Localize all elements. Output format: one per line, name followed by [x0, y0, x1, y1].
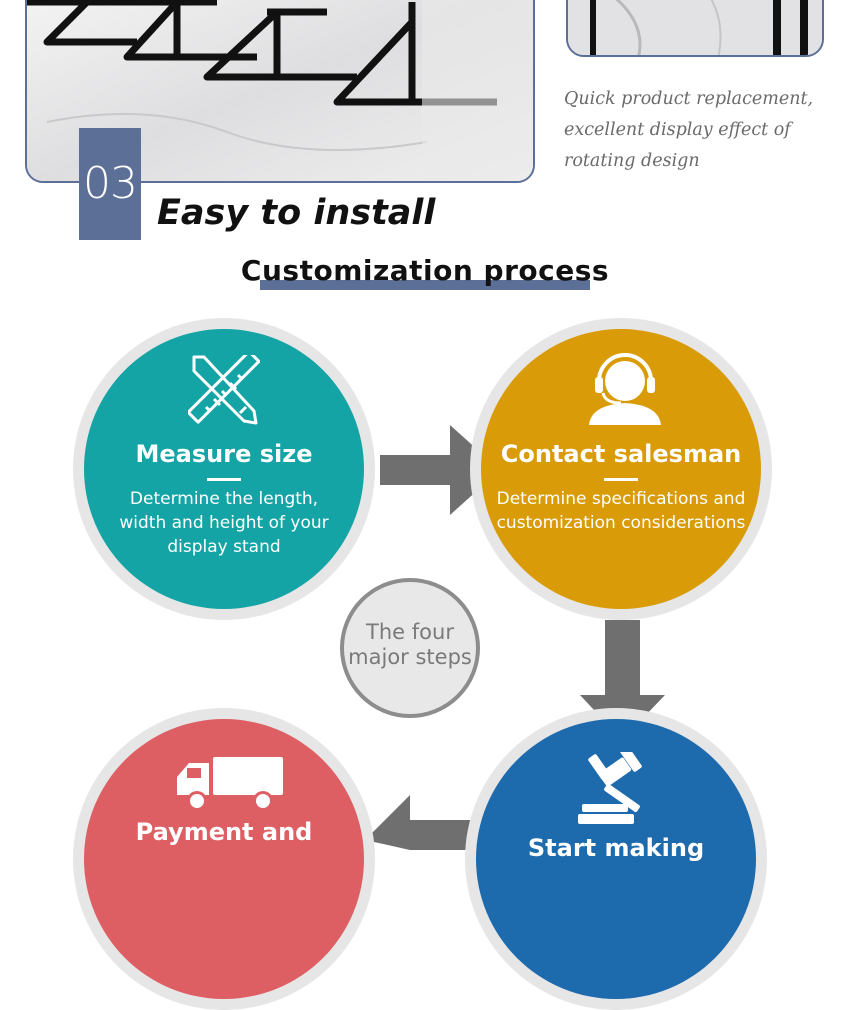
step-2-description: Determine specifications and customizati…	[496, 489, 746, 533]
step-2-title: Contact salesman	[500, 440, 742, 468]
delivery-truck-icon	[177, 757, 283, 811]
step-4-title: Payment and	[135, 818, 313, 846]
step-number-box	[79, 128, 141, 240]
arrow-right	[380, 425, 500, 515]
feature-caption: Quick product replacement, excellent dis…	[564, 89, 814, 171]
gavel-icon	[578, 752, 642, 824]
step-1-divider	[207, 478, 241, 481]
center-badge	[340, 578, 480, 718]
step-2-divider	[604, 478, 638, 481]
step-3-title: Start making	[527, 834, 705, 862]
step-number: 03	[83, 158, 138, 209]
headset-agent-icon	[589, 353, 661, 425]
title-underline	[260, 280, 590, 290]
step-1-title: Measure size	[135, 440, 313, 468]
arrow-left	[365, 795, 475, 850]
rotating-rack-illustration	[568, 0, 822, 55]
ruler-pencil-icon	[188, 355, 260, 425]
section-title: Customization process	[240, 254, 610, 287]
product-photo-rotating	[566, 0, 824, 57]
display-rack-illustration	[27, 0, 533, 181]
feature-title: Easy to install	[157, 193, 436, 233]
center-label: The four major steps	[348, 620, 472, 669]
step-1-description: Determine the length, width and height o…	[119, 489, 329, 557]
product-photo-install	[25, 0, 535, 183]
